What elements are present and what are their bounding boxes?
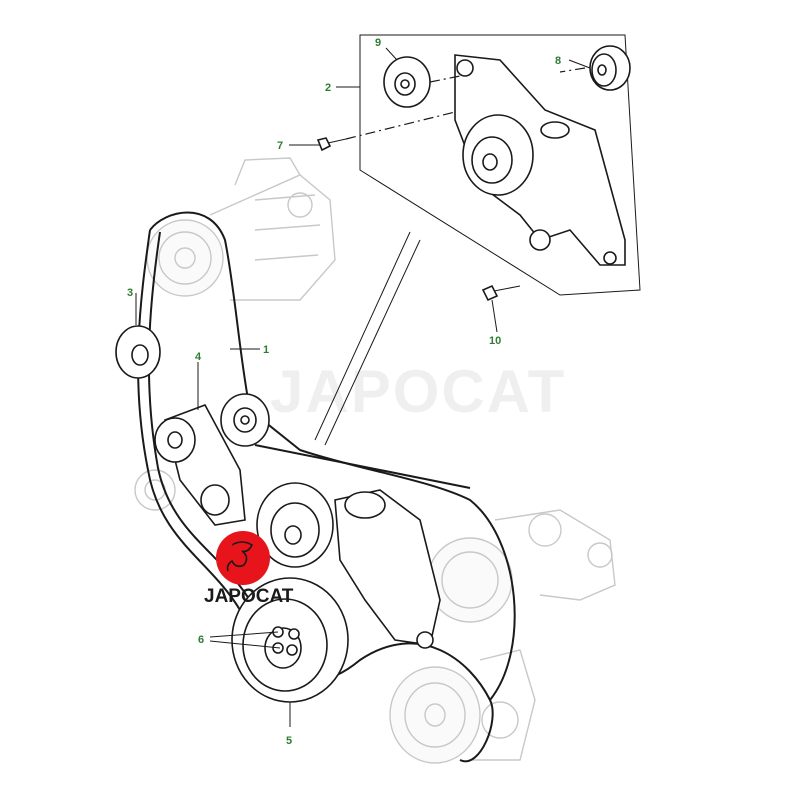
callout-7: 7 [277,140,283,152]
watermark: JAPOCAT [270,358,566,425]
bolt-10 [481,284,521,302]
detail-frame [359,34,641,296]
idler-pulley-9 [383,56,431,108]
japocat-logo: JAPOCAT [204,531,294,607]
power-steering-pulley [389,666,481,764]
belt-tensioner-4 [154,404,246,526]
logo-emblem [216,531,270,585]
leader-lines [135,47,591,727]
alternator-pulley [256,482,441,649]
callout-5: 5 [286,735,292,747]
callout-3: 3 [127,287,133,299]
callout-9: 9 [375,37,381,49]
tensioner-bracket-exploded [454,54,626,266]
callout-4: 4 [195,351,202,363]
bolt-7 [316,137,347,152]
logo-text: JAPOCAT [204,586,294,607]
callout-6: 6 [198,634,204,646]
crankshaft-pulley-5 [231,577,349,703]
callout-2: 2 [325,82,331,94]
idler-pulley-8 [589,45,631,91]
idler-pulley-3 [115,325,161,379]
callout-8: 8 [555,55,561,67]
callout-1: 1 [263,344,269,356]
idler-pulley-upper [220,393,270,447]
callout-10: 10 [489,335,501,347]
